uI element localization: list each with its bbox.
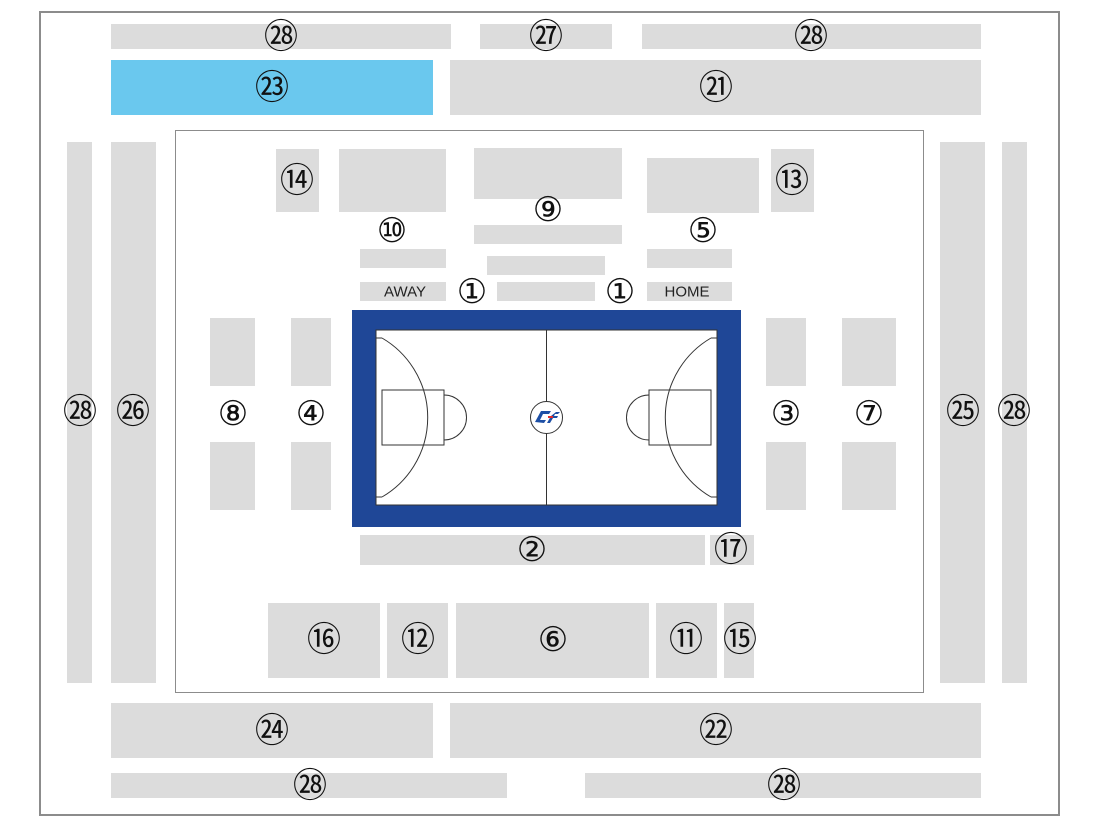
section-21[interactable]: [450, 60, 981, 115]
section-17[interactable]: [710, 535, 754, 565]
free-throw-arc-left: [443, 394, 467, 441]
scorers-table[interactable]: [497, 282, 595, 301]
section-5-box[interactable]: [647, 158, 759, 213]
section-28-right[interactable]: [1002, 142, 1027, 683]
free-throw-arc-right: [626, 394, 650, 441]
section-16[interactable]: [268, 603, 380, 678]
section-28-bottom-left[interactable]: [111, 773, 507, 798]
section-3-top[interactable]: [766, 318, 806, 386]
section-14[interactable]: [276, 149, 319, 212]
section-10-box[interactable]: [339, 149, 446, 212]
team-logo-icon: [530, 401, 563, 434]
section-8-bottom[interactable]: [210, 442, 255, 510]
section-15[interactable]: [724, 603, 754, 678]
section-7-bottom[interactable]: [842, 442, 896, 510]
section-28-left[interactable]: [67, 142, 92, 683]
section-11[interactable]: [656, 603, 717, 678]
section-7-top[interactable]: [842, 318, 896, 386]
section-5-bench[interactable]: [647, 249, 732, 268]
section-25[interactable]: [940, 142, 985, 683]
section-9-row-1[interactable]: [474, 225, 622, 244]
three-point-arc-right: [664, 337, 712, 498]
section-28-bottom-right[interactable]: [585, 773, 981, 798]
section-8-top[interactable]: [210, 318, 255, 386]
venue-outer-frame: [39, 11, 1060, 816]
section-10-bench[interactable]: [360, 249, 446, 268]
section-3-bottom[interactable]: [766, 442, 806, 510]
arena-floor-frame: [175, 130, 924, 693]
section-2[interactable]: [360, 535, 705, 565]
three-point-arc-left: [381, 337, 429, 498]
section-22[interactable]: [450, 703, 981, 758]
section-13[interactable]: [771, 149, 814, 212]
section-24[interactable]: [111, 703, 433, 758]
section-9-box[interactable]: [474, 148, 622, 199]
paint-right: [648, 389, 712, 446]
section-23-selected[interactable]: [111, 60, 433, 115]
section-6[interactable]: [456, 603, 649, 678]
section-9-row-2[interactable]: [487, 256, 605, 275]
section-4-top[interactable]: [291, 318, 331, 386]
basketball-court: [352, 310, 741, 527]
home-bench[interactable]: [647, 282, 732, 301]
away-bench[interactable]: [360, 282, 446, 301]
section-12[interactable]: [387, 603, 448, 678]
section-27[interactable]: [480, 24, 612, 49]
section-28-top-left[interactable]: [111, 24, 451, 49]
section-26[interactable]: [111, 142, 156, 683]
paint-left: [381, 389, 445, 446]
section-28-top-right[interactable]: [642, 24, 981, 49]
section-4-bottom[interactable]: [291, 442, 331, 510]
